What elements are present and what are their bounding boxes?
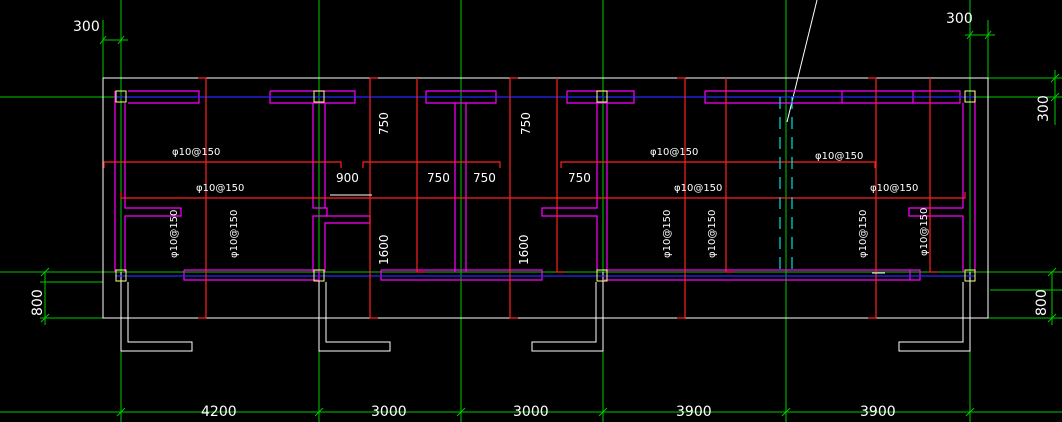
dim-r-tick-d: [1047, 313, 1057, 323]
column-3: [596, 90, 608, 103]
column-6: [313, 269, 325, 282]
rebar-bay1-top: [103, 161, 342, 168]
dim-span-1: 4200: [201, 404, 237, 420]
dim-l-tick-c: [40, 267, 50, 277]
wall-2: [124, 103, 182, 272]
rebar-bay4-v2: [725, 78, 734, 273]
rebar-bay1-v: [198, 77, 207, 319]
rebar-label-bay1-va: φ10@150: [169, 210, 180, 258]
dim-left-bottom: 800: [30, 289, 46, 316]
dim-right-top: 300: [1036, 95, 1052, 122]
rebar-label-bay1-mid: φ10@150: [196, 183, 244, 194]
dim-r-tick-b: [1050, 92, 1060, 102]
rebar-bay5-v: [868, 77, 877, 319]
rebar-label-bay5-mid: φ10@150: [870, 183, 918, 194]
dim-r-tick-c: [1047, 267, 1057, 277]
column-1: [115, 90, 127, 103]
dim-right-bottom: 800: [1034, 289, 1050, 316]
rebar-bay5-v2: [929, 78, 938, 273]
axis-lines: [115, 96, 975, 277]
dim-span-3: 3000: [513, 404, 549, 420]
opening-bay3-h-right: 750: [568, 171, 591, 185]
dim-b-tick-2: [314, 407, 324, 417]
rebar-label-bay4-mid: φ10@150: [674, 183, 722, 194]
cantilever-2: [318, 272, 391, 352]
opening-bay2-lower: 1600: [377, 234, 391, 265]
rebar-label-bay1-top: φ10@150: [172, 147, 220, 158]
slab-outline: [102, 77, 989, 319]
cantilever-outlines: [120, 272, 971, 352]
cantilever-1: [120, 272, 193, 352]
column-8: [964, 269, 976, 282]
column-5: [115, 269, 127, 282]
rebar-lines: [103, 77, 966, 319]
dim-span-2: 3000: [371, 404, 407, 420]
rebar-bay3-v: [509, 77, 518, 319]
beam-lines: [114, 90, 976, 281]
dashed-reference: [779, 97, 793, 276]
dim-tl-tick: [99, 35, 107, 45]
cantilever-4: [898, 272, 971, 352]
beam-bottom-2: [380, 269, 543, 281]
rebar-main-h: [120, 192, 966, 199]
dim-b-tick-5: [781, 407, 791, 417]
dim-l-tick-d: [40, 313, 50, 323]
rebar-bay2-top: [362, 161, 501, 168]
dim-b-tick-3: [456, 407, 466, 417]
rebar-bay4-top: [560, 161, 876, 168]
dim-b-tick-6: [965, 407, 975, 417]
beam-top-5: [704, 90, 961, 104]
rebar-label-bay5-va: φ10@150: [858, 210, 869, 258]
opening-bay3-lower: 1600: [517, 234, 531, 265]
dim-span-4: 3900: [676, 404, 712, 420]
dim-tr-tick-a: [966, 30, 974, 40]
dim-span-5: 3900: [860, 404, 896, 420]
beam-top-2: [269, 90, 356, 104]
column-2: [313, 90, 325, 103]
wall-5: [541, 103, 598, 272]
opening-bay3-vertical: 750: [519, 112, 533, 135]
wall-3c: [324, 215, 371, 272]
rebar-bay2-v: [369, 77, 378, 319]
wall-3: [312, 103, 328, 272]
dim-r-tick-a: [1050, 73, 1060, 83]
beam-bottom-1: [183, 269, 320, 281]
dim-b-tick-4: [598, 407, 608, 417]
dim-tr-tick-b: [984, 30, 992, 40]
dim-b-tick-1: [116, 407, 126, 417]
cantilever-3: [531, 272, 604, 352]
beam-top-4: [566, 90, 635, 104]
opening-bay3-h-left: 750: [473, 171, 496, 185]
rebar-label-bay4-top: φ10@150: [650, 147, 698, 158]
opening-bay2-h-right: 750: [427, 171, 450, 185]
dim-top-right: 300: [946, 11, 973, 27]
opening-bay2-vertical: 750: [377, 112, 391, 135]
beam-top-3: [425, 90, 497, 104]
rebar-label-bay4-va: φ10@150: [662, 210, 673, 258]
column-4: [964, 90, 976, 103]
rebar-label-bay5-vb: φ10@150: [919, 208, 930, 256]
column-7: [596, 269, 608, 282]
beam-bottom-3: [603, 269, 921, 281]
rebar-bay4-v: [677, 77, 686, 319]
dim-tl-tick-b: [117, 35, 125, 45]
wall-6: [908, 103, 964, 272]
rebar-bay2-short: [416, 78, 425, 273]
opening-bay2-h-left: 900: [336, 171, 359, 185]
rebar-label-bay5-top: φ10@150: [815, 151, 863, 162]
column-markers: [115, 90, 976, 282]
rebar-label-bay1-vb: φ10@150: [229, 210, 240, 258]
rebar-label-bay4-vb: φ10@150: [707, 210, 718, 258]
dim-top-left: 300: [73, 19, 100, 35]
rebar-bay3-short: [556, 78, 565, 273]
